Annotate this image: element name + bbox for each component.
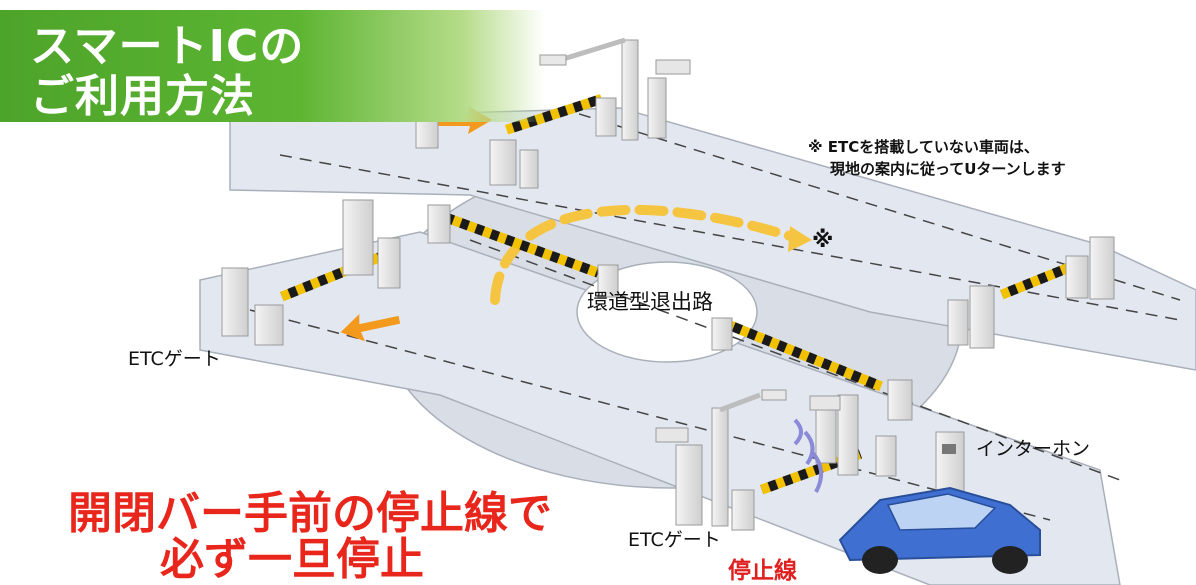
route-arrowhead (788, 226, 812, 252)
lane-line (249, 309, 1051, 521)
lamp-post-icon (539, 37, 787, 413)
intercom-label: インターホン (976, 438, 1091, 460)
warning-line-1: 開閉バー手前の停止線で (68, 488, 552, 539)
note-line-1: ※ ETCを搭載していない車両は、 (808, 138, 1039, 156)
lane-line (279, 154, 1181, 321)
stop-line-label: 停止線 (728, 558, 797, 584)
signal-waves (793, 418, 824, 493)
warning-line-2: 必ず一旦停止 (160, 534, 424, 585)
title-banner: スマートICの ご利用方法 (0, 10, 545, 122)
etc-gate-label-bottom: ETCゲート (628, 529, 721, 551)
etc-antenna-icon (655, 59, 841, 443)
arrow-icon (340, 313, 401, 342)
lane-line (469, 239, 1121, 481)
car-icon (838, 486, 1041, 574)
loop-exit-label: 環道型退出路 (587, 290, 713, 314)
gate-pillars (221, 39, 1115, 531)
title-line-2: ご利用方法 (30, 71, 255, 122)
route-arc (490, 204, 795, 305)
title-line-1: スマートICの (30, 21, 305, 72)
stop-line (718, 517, 902, 585)
lower-road (199, 231, 1121, 585)
note-line-2: 現地の案内に従ってUターンします (830, 160, 1066, 178)
gate-bars (280, 94, 1083, 495)
reference-mark: ※ (812, 228, 834, 253)
etc-gate-label-left: ETCゲート (128, 348, 221, 370)
